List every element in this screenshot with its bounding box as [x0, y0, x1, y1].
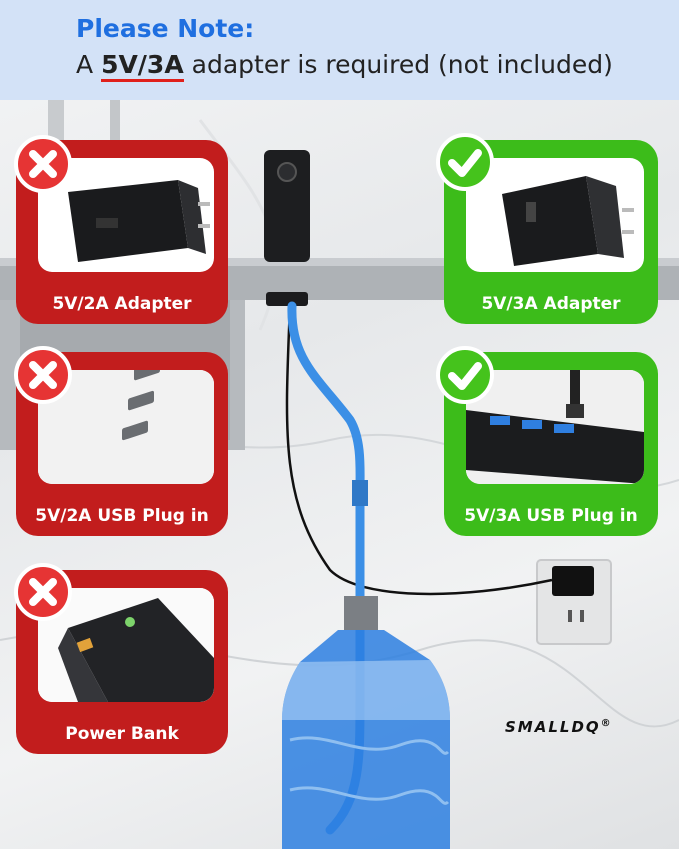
card-label: 5V/3A USB Plug in	[464, 506, 638, 526]
note-banner: Please Note: A 5V/3A adapter is required…	[0, 0, 679, 100]
card-image	[466, 158, 644, 272]
wall-adapter-icon	[68, 180, 210, 262]
brand-name: SMALLDQ	[505, 718, 601, 736]
brand-logo: SMALLDQ®	[505, 718, 611, 736]
card-image	[466, 370, 644, 484]
card-label: 5V/2A Adapter	[52, 294, 192, 314]
note-title: Please Note:	[76, 14, 255, 43]
note-highlight: 5V/3A	[101, 50, 184, 82]
check-mark-icon	[436, 346, 494, 404]
card-5v3a-usb-plug: 5V/3A USB Plug in	[444, 352, 658, 536]
card-label: Power Bank	[65, 724, 179, 744]
usb-power-strip-icon	[466, 370, 644, 484]
brand-mark: ®	[600, 718, 611, 729]
x-mark-icon	[14, 135, 72, 193]
check-mark-icon	[436, 133, 494, 191]
note-text: A 5V/3A adapter is required (not include…	[76, 50, 613, 82]
card-label: 5V/2A USB Plug in	[35, 506, 209, 526]
x-mark-icon	[14, 563, 72, 621]
power-bank-icon	[38, 588, 214, 702]
wall-adapter-icon	[502, 176, 634, 266]
note-suffix: adapter is required (not included)	[183, 50, 613, 79]
note-prefix: A	[76, 50, 102, 79]
card-5v3a-adapter: 5V/3A Adapter	[444, 140, 658, 324]
x-mark-icon	[14, 346, 72, 404]
card-label: 5V/3A Adapter	[481, 294, 621, 314]
